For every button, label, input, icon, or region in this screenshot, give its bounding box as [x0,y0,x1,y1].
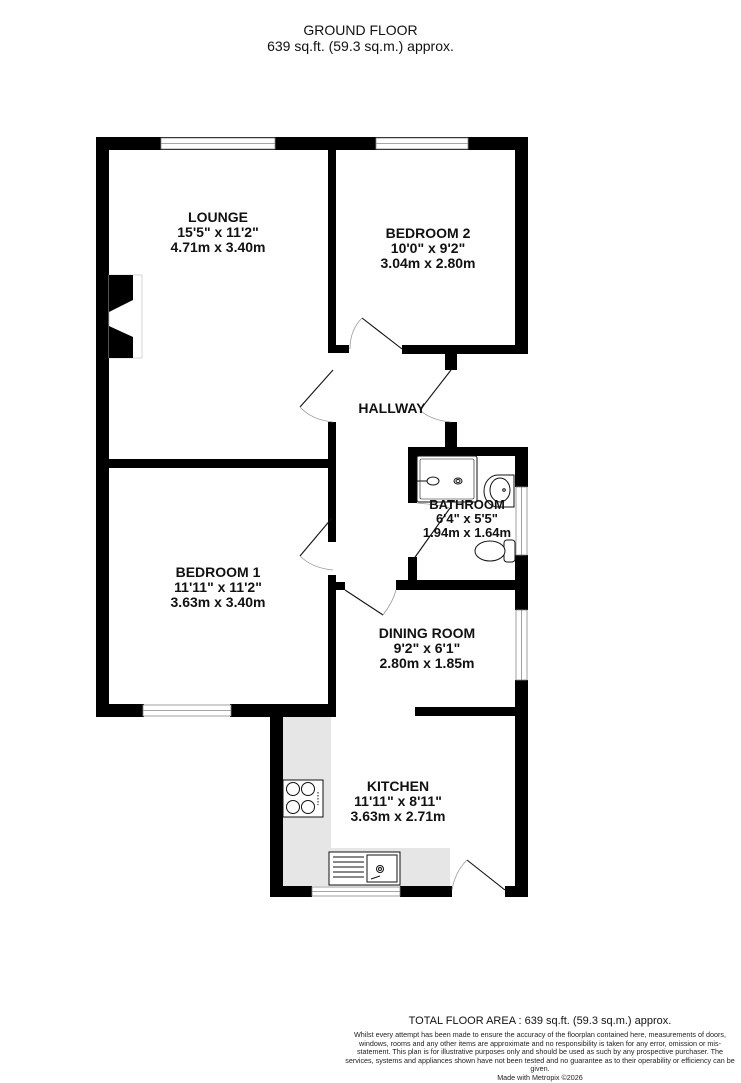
total-floor-area: TOTAL FLOOR AREA : 639 sq.ft. (59.3 sq.m… [408,1015,672,1027]
credit: Made with Metropix ©2026 [497,1072,583,1082]
room-label-bathroom: BATHROOM 6'4" x 5'5" 1.94m x 1.64m [422,497,512,540]
room-label-kitchen: KITCHEN 11'11" x 8'11" 3.63m x 2.71m [350,778,446,824]
windows [142,137,528,897]
disclaimer: Whilst every attempt has been made to en… [345,1030,735,1074]
footer: TOTAL FLOOR AREA : 639 sq.ft. (59.3 sq.m… [345,1015,735,1083]
room-label-bedroom-1: BEDROOM 1 11'11" x 11'2" 3.63m x 3.40m [170,564,266,610]
toilet-icon [474,539,516,563]
hob-icon [282,779,324,818]
room-label-bedroom-2: BEDROOM 2 10'0" x 9'2" 3.04m x 2.80m [380,225,476,271]
doors [299,317,506,891]
floor-title: GROUND FLOOR [303,22,418,38]
room-label-hallway: HALLWAY [358,400,426,416]
floor-header: GROUND FLOOR 639 sq.ft. (59.3 sq.m.) app… [0,22,741,54]
room-label-dining-room: DINING ROOM 9'2" x 6'1" 2.80m x 1.85m [378,625,476,671]
floor-area: 639 sq.ft. (59.3 sq.m.) approx. [267,38,454,54]
basin-icon [483,474,515,508]
fireplace-icon [108,274,143,359]
room-label-lounge: LOUNGE 15'5" x 11'2" 4.71m x 3.40m [170,209,266,255]
shower-icon [416,455,478,503]
sink-icon [328,851,401,886]
